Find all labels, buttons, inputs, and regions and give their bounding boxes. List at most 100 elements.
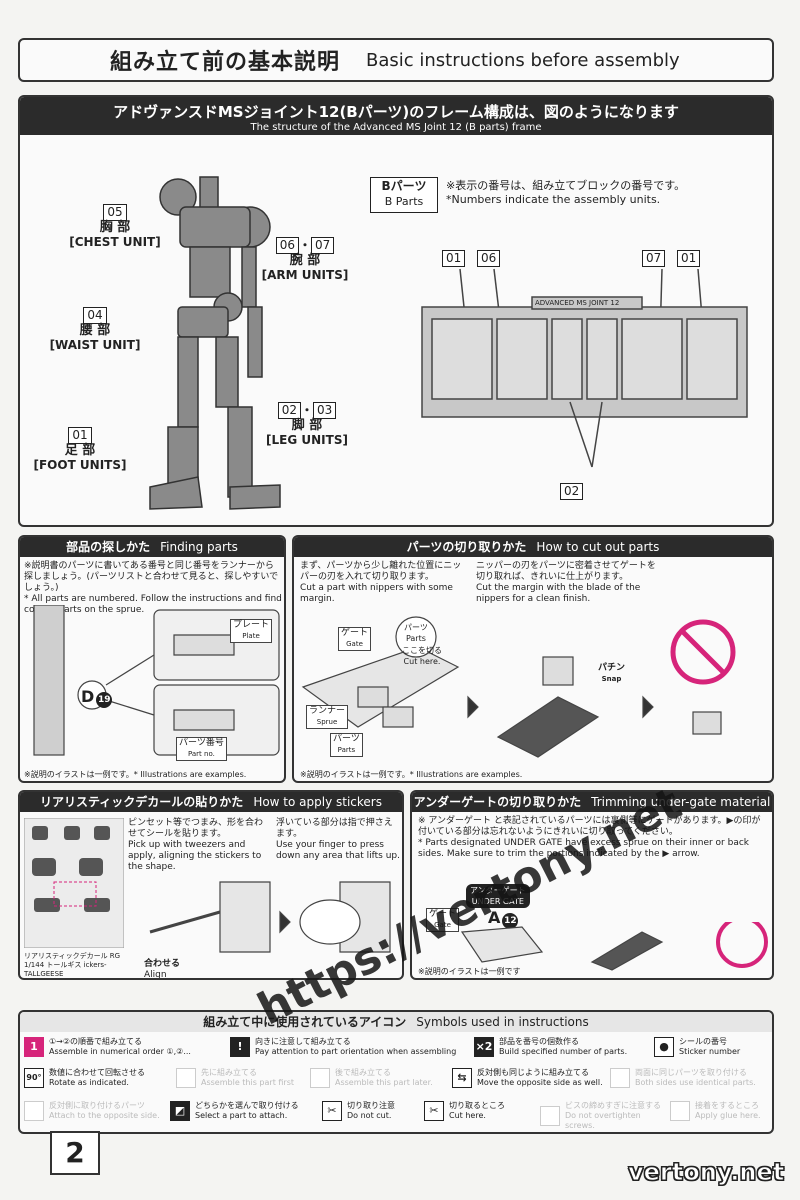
sprue-name: ADVANCED MS JOINT 12	[535, 299, 620, 307]
b-parts-note-jp: ※表示の番号は、組み立てブロックの番号です。	[446, 179, 686, 192]
arm-unit-jp: 腕 部	[289, 253, 321, 268]
caution-icon: !	[230, 1037, 250, 1057]
cutting-parts-heading: パーツの切り取りかた How to cut out parts	[294, 537, 772, 557]
under-gate-heading-en: Trimming under-gate material	[591, 795, 771, 809]
scissors-icon: ✂	[424, 1101, 444, 1121]
finding-parts-note-en: * All parts are numbered. Follow the ins…	[24, 594, 282, 615]
chest-unit-label: 05 胸 部 [CHEST UNIT]	[60, 204, 170, 249]
b-parts-note-en: *Numbers indicate the assembly units.	[446, 193, 661, 206]
leg-unit-number-1: 02	[277, 402, 301, 419]
watermark-corner: vertony.net	[627, 1158, 785, 1187]
cutting-parts-heading-jp: パーツの切り取りかた	[406, 540, 527, 554]
mirror-icon: ⇆	[452, 1068, 472, 1088]
rotate-icon: 90°	[24, 1068, 44, 1088]
assemble-later-icon	[310, 1068, 330, 1088]
waist-unit-number: 04	[83, 307, 107, 324]
under-gate-illustration	[460, 922, 768, 971]
waist-unit-label: 04 腰 部 [WAIST UNIT]	[40, 307, 150, 352]
assemble-first-icon	[176, 1068, 196, 1088]
under-gate-heading-jp: アンダーゲートの切り取りかた	[413, 795, 582, 809]
leg-unit-number-2: 03	[313, 402, 337, 419]
cut-step2-jp: ニッパーの刃をパーツに密着させてゲートを切り取れば、きれいに仕上がります。	[476, 561, 656, 582]
cut-step1: まず、パーツから少し離れた位置にニッパーの刃を入れて切り取ります。 Cut a …	[300, 561, 470, 605]
both-sides-icon	[610, 1068, 630, 1088]
under-gate-footer: ※説明のイラストは一例です	[418, 967, 521, 976]
arm-unit-label: 06・07 腕 部 [ARM UNITS]	[250, 237, 360, 282]
sprue-label-06: 06	[477, 247, 501, 267]
sticker-step1-jp: ピンセット等でつまみ、形を合わせてシールを貼ります。	[128, 818, 264, 839]
leg-unit-label: 02・03 脚 部 [LEG UNITS]	[252, 402, 362, 447]
foot-unit-label: 01 足 部 [FOOT UNITS]	[25, 427, 135, 472]
cutting-parts-heading-en: How to cut out parts	[536, 540, 660, 554]
sticker-step2: 浮いている部分は指で押さえます。 Use your finger to pres…	[276, 818, 400, 862]
sticker-sheet-caption: リアリスティックデカール RG 1/144 トールギス ickers- TALL…	[24, 952, 121, 978]
under-gate-note-jp: ※ アンダーゲート と表記されているパーツには裏側等にゲートがあります。▶の印が…	[418, 816, 761, 837]
arm-unit-number-1: 06	[275, 237, 299, 254]
select-part-icon: ◩	[170, 1101, 190, 1121]
leg-unit-en: [LEG UNITS]	[266, 433, 348, 447]
frame-heading-jp: アドヴァンスドMSジョイント12(Bパーツ)のフレーム構成は、図のようになります	[113, 103, 679, 121]
page-number: 2	[50, 1131, 100, 1175]
chest-unit-jp: 胸 部	[99, 220, 131, 235]
b-parts-note: ※表示の番号は、組み立てブロックの番号です。 *Numbers indicate…	[446, 179, 766, 207]
chest-unit-number: 05	[103, 204, 127, 221]
sticker-sheet	[24, 818, 124, 948]
waist-unit-jp: 腰 部	[79, 323, 111, 338]
cut-step2: ニッパーの刃をパーツに密着させてゲートを切り取れば、きれいに仕上がります。 Cu…	[476, 561, 656, 605]
attach-opposite-icon	[24, 1101, 44, 1121]
order-icon: 1	[24, 1037, 44, 1057]
waist-unit-en: [WAIST UNIT]	[49, 338, 141, 352]
icons-heading-en: Symbols used in instructions	[416, 1015, 589, 1029]
sprue-label-02: 02	[560, 480, 584, 500]
sticker-step1-en: Pick up with tweezers and apply, alignin…	[128, 840, 262, 872]
sticker-step2-jp: 浮いている部分は指で押さえます。	[276, 818, 393, 839]
no-cut-icon: ✂	[322, 1101, 342, 1121]
finding-parts-heading-en: Finding parts	[160, 540, 238, 554]
foot-unit-en: [FOOT UNITS]	[33, 458, 127, 472]
sticker-number-icon: ●	[654, 1037, 674, 1057]
sprue-illustration	[421, 268, 748, 468]
cutting-footer: ※説明のイラストは一例です。* Illustrations are exampl…	[300, 770, 523, 779]
sticker-illustration	[149, 881, 391, 953]
finding-parts-heading-jp: 部品の探しかた	[66, 540, 151, 554]
chest-unit-en: [CHEST UNIT]	[69, 235, 161, 249]
frame-panel: アドヴァンスドMSジョイント12(Bパーツ)のフレーム構成は、図のようになります…	[18, 95, 774, 527]
arm-unit-en: [ARM UNITS]	[261, 268, 349, 282]
cut-step1-en: Cut a part with nippers with some margin…	[300, 583, 453, 604]
multiply-icon: ×2	[474, 1037, 494, 1057]
frame-illustration	[149, 176, 281, 510]
sticker-step1: ピンセット等でつまみ、形を合わせてシールを貼ります。 Pick up with …	[128, 818, 268, 873]
sprue-label-01a: 01	[442, 247, 466, 267]
stickers-heading-jp: リアリスティックデカールの貼りかた	[40, 795, 244, 809]
